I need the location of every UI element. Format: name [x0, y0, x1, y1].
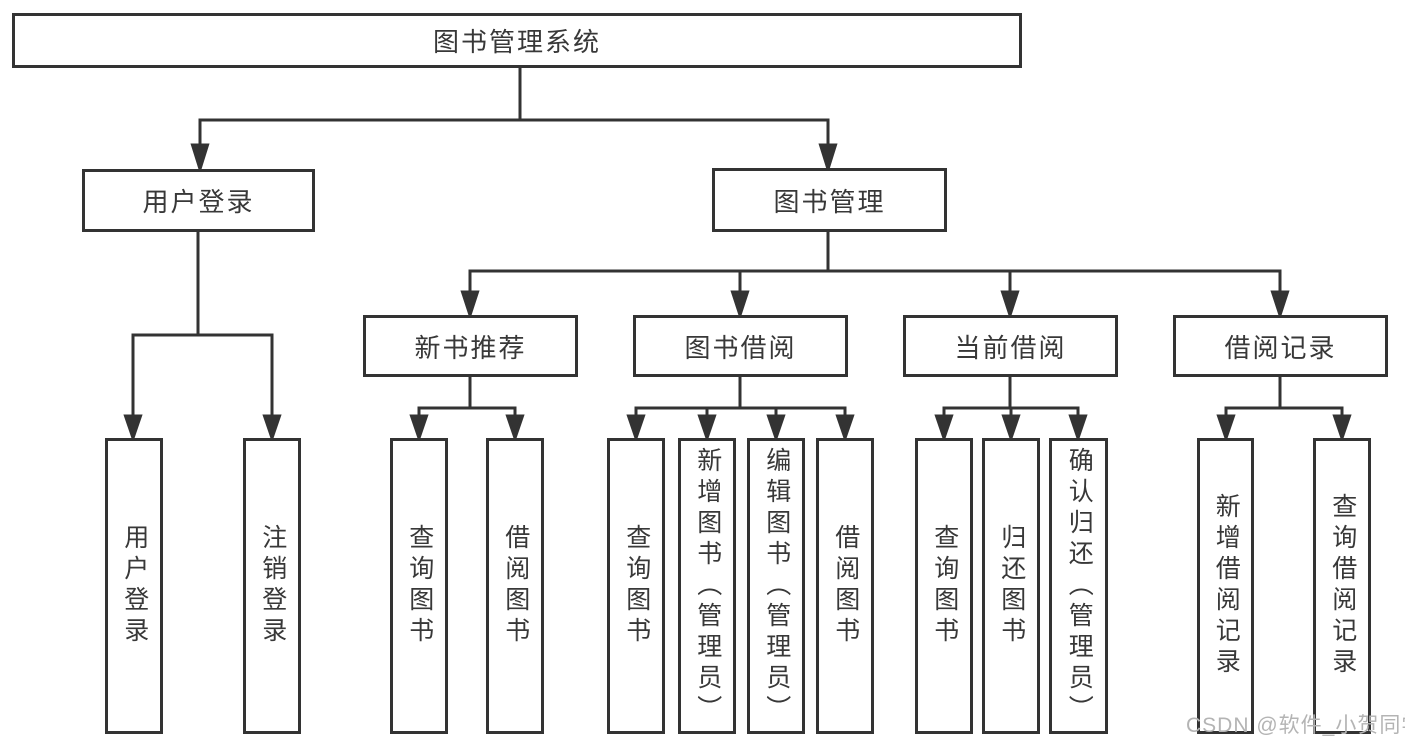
leaf-borrow-books-recommend: 借阅图书 — [486, 438, 544, 734]
node-user-login: 用户登录 — [82, 169, 315, 232]
leaf-borrow-books: 借阅图书 — [816, 438, 874, 734]
csdn-watermark: CSDN @软件_小贺同学 — [1186, 714, 1405, 737]
leaf-edit-books-admin: 编辑图书（管理员） — [747, 438, 805, 734]
node-book-borrow: 图书借阅 — [633, 315, 848, 377]
leaf-query-books-current: 查询图书 — [915, 438, 973, 734]
leaf-add-borrow-record: 新增借阅记录 — [1197, 438, 1254, 734]
leaf-query-books-borrow: 查询图书 — [607, 438, 665, 734]
node-book-management: 图书管理 — [712, 168, 947, 232]
node-borrow-records: 借阅记录 — [1173, 315, 1388, 377]
leaf-query-borrow-record: 查询借阅记录 — [1313, 438, 1371, 734]
node-current-borrow: 当前借阅 — [903, 315, 1118, 377]
leaf-logout: 注销登录 — [243, 438, 301, 734]
leaf-query-books-recommend: 查询图书 — [390, 438, 448, 734]
leaf-user-login: 用户登录 — [105, 438, 163, 734]
leaf-return-books: 归还图书 — [982, 438, 1040, 734]
leaf-add-books-admin: 新增图书（管理员） — [678, 438, 736, 734]
node-library-management-system: 图书管理系统 — [12, 13, 1022, 68]
leaf-confirm-return-admin: 确认归还（管理员） — [1049, 438, 1108, 734]
node-new-book-recommend: 新书推荐 — [363, 315, 578, 377]
